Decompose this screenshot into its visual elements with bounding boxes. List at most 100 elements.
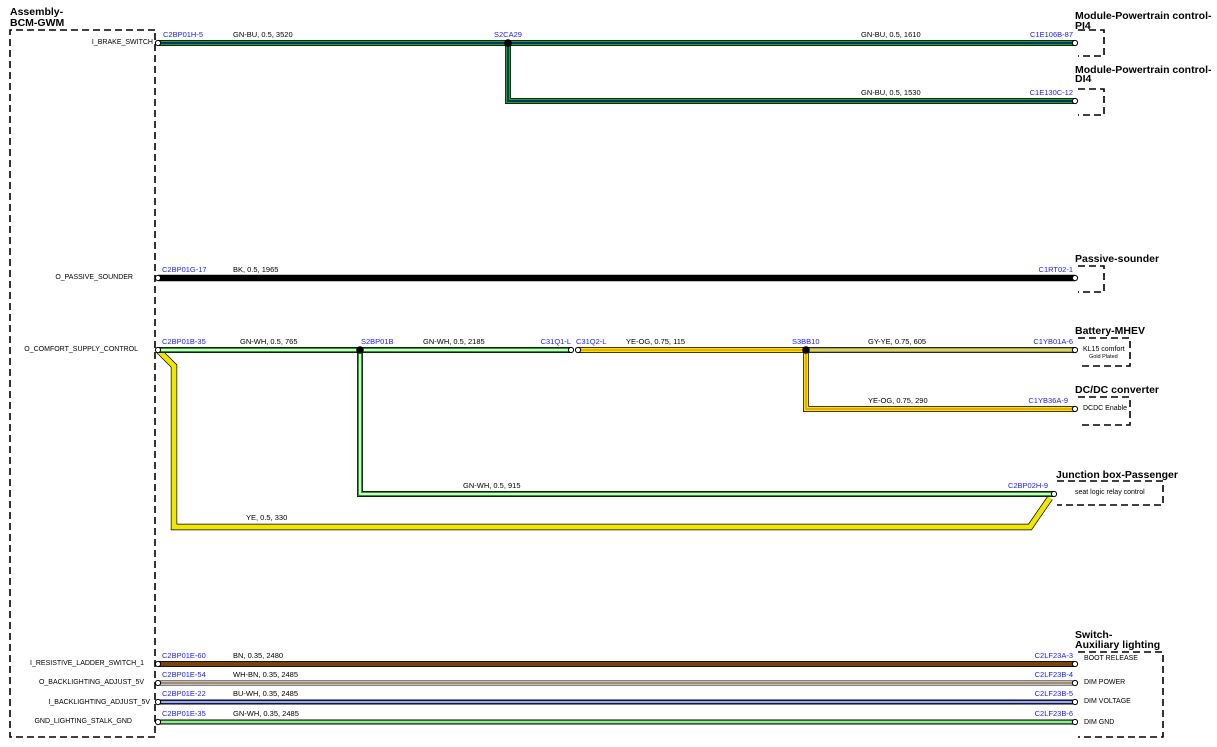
connector-c2bp01b-35: C2BP01B-35	[162, 337, 206, 346]
switch-aux-title-line2: Auxiliary lighting	[1075, 639, 1160, 651]
connector-c1rt02-1: C1RT02-1	[1039, 265, 1073, 274]
spec-gnd: GN-WH, 0.35, 2485	[233, 709, 299, 718]
signal-passive-sounder: O_PASSIVE_SOUNDER	[55, 274, 133, 281]
wire-comfort-jb-outline	[357, 350, 1054, 497]
spec-brake-di4: GN-BU, 0.5, 1530	[861, 88, 921, 97]
dcdc-pin-label: DCDC Enable	[1083, 405, 1127, 412]
connector-c1e130c-12: C1E130C-12	[1030, 88, 1073, 97]
pcm-pi4-module: Module-Powertrain control- PI4	[1075, 10, 1212, 57]
spec-brake-pi4: GN-BU, 0.5, 1610	[861, 30, 921, 39]
spec-comfort-dcdc: YE-OG, 0.75, 290	[868, 396, 928, 405]
wire-comfort-jb-stripe	[359, 350, 1054, 495]
terminals	[154, 39, 1079, 726]
connector-c2lf23b-4: C2LF23B-4	[1035, 670, 1073, 679]
pcm-di4-title-line2: DI4	[1075, 73, 1092, 85]
battery-pin-sublabel: Gold Plated	[1089, 354, 1118, 360]
terminal-bcm-sounder	[154, 274, 162, 282]
wire-comfort-ye	[156, 348, 1053, 530]
connector-c2lf23b-6: C2LF23B-6	[1035, 709, 1073, 718]
splice-s2ca29-label: S2CA29	[494, 30, 522, 39]
switch-pin-boot: BOOT RELEASE	[1084, 655, 1138, 662]
terminal-bcm-o-backlight	[154, 679, 162, 687]
spec-comfort-ye: YE, 0.5, 330	[246, 513, 287, 522]
connector-c2bp01e-35: C2BP01E-35	[162, 709, 206, 718]
switch-pin-dim-gnd: DIM GND	[1084, 719, 1114, 726]
wire-comfort-ye-outline	[155, 347, 1053, 531]
wire-brake-di4-stripe	[507, 43, 1075, 102]
splice-s2ca29-dot	[504, 39, 512, 47]
spec-comfort-battery: GY-YE, 0.75, 605	[868, 337, 926, 346]
bcm-module: Assembly- BCM-GWM	[9, 6, 156, 738]
connector-c2lf23b-5: C2LF23B-5	[1035, 689, 1073, 698]
terminal-bcm-brake	[154, 39, 162, 47]
terminal-battery	[1071, 346, 1079, 354]
splice-s3bb10-label: S3BB10	[792, 337, 820, 346]
spec-comfort-1: GN-WH, 0.5, 765	[240, 337, 298, 346]
connector-c31q2-l: C31Q2-L	[576, 337, 606, 346]
bcm-signal-labels: I_BRAKE_SWITCH O_PASSIVE_SOUNDER O_COMFO…	[24, 39, 153, 725]
junction-box-title: Junction box-Passenger	[1056, 469, 1178, 481]
battery-pin-label: KL15 comfort	[1083, 346, 1125, 353]
passive-sounder-module: Passive-sounder	[1075, 253, 1159, 293]
wire-comfort-jb	[357, 350, 1054, 497]
spec-brake-main: GN-BU, 0.5, 3520	[233, 30, 293, 39]
spec-ladder: BN, 0.35, 2480	[233, 651, 283, 660]
pcm-di4-title-line1: Module-Powertrain control-	[1075, 64, 1212, 76]
connector-c31q1-l: C31Q1-L	[541, 337, 571, 346]
spec-comfort-3: YE-OG, 0.75, 115	[626, 337, 685, 346]
connector-c1yb36a-9: C1YB36A-9	[1028, 396, 1068, 405]
junction-box-pin-label: seat logic relay control	[1075, 489, 1145, 496]
terminal-bcm-i-backlight	[154, 698, 162, 706]
connector-labels: C2BP01H-5 S2CA29 C1E106B-87 C1E130C-12 C…	[162, 30, 1073, 718]
signal-gnd-lighting: GND_LIGHTING_STALK_GND	[34, 718, 132, 725]
signal-i-backlighting: I_BACKLIGHTING_ADJUST_5V	[48, 699, 150, 706]
connector-c2bp01e-54: C2BP01E-54	[162, 670, 206, 679]
dcdc-module: DC/DC converter DCDC Enable	[1075, 384, 1159, 426]
wire-brake-di4	[505, 43, 1075, 104]
wire-spec-labels: GN-BU, 0.5, 3520 GN-BU, 0.5, 1610 GN-BU,…	[233, 30, 928, 718]
splice-s2bp01b-label: S2BP01B	[361, 337, 394, 346]
bcm-title-line1: Assembly-	[10, 6, 64, 18]
signal-resistive-ladder: I_RESISTIVE_LADDER_SWITCH_1	[30, 660, 144, 667]
spec-o-backlight: WH-BN, 0.35, 2485	[233, 670, 298, 679]
connector-c1e106b-87: C1E106B-87	[1030, 30, 1073, 39]
pcm-pi4-title-line1: Module-Powertrain control-	[1075, 10, 1212, 22]
wire-brake-di4-outline	[505, 43, 1075, 104]
connector-c2bp01e-22: C2BP01E-22	[162, 689, 206, 698]
connector-c2lf23a-3: C2LF23A-3	[1035, 651, 1073, 660]
battery-mhev-module: Battery-MHEV KL15 comfort Gold Plated	[1075, 325, 1145, 367]
switch-aux-title-line1: Switch-	[1075, 629, 1113, 641]
terminal-switch-dim-gnd	[1071, 718, 1079, 726]
connector-c2bp01e-60: C2BP01E-60	[162, 651, 206, 660]
spec-sounder: BK, 0.5, 1965	[233, 265, 278, 274]
splice-s3bb10-dot	[802, 346, 810, 354]
switch-pin-dim-voltage: DIM VOLTAGE	[1084, 698, 1131, 705]
terminal-switch-dim-power	[1071, 679, 1079, 687]
terminal-c31q2	[574, 346, 582, 354]
terminal-switch-boot	[1071, 660, 1079, 668]
connector-c2bp01g-17: C2BP01G-17	[162, 265, 207, 274]
terminal-dcdc	[1071, 405, 1079, 413]
pcm-pi4-title-line2: PI4	[1075, 20, 1091, 32]
terminal-pi4	[1071, 39, 1079, 47]
spec-comfort-2: GN-WH, 0.5, 2185	[423, 337, 485, 346]
signal-brake-switch: I_BRAKE_SWITCH	[92, 39, 153, 46]
signal-o-backlighting: O_BACKLIGHTING_ADJUST_5V	[39, 679, 144, 686]
signal-comfort-supply: O_COMFORT_SUPPLY_CONTROL	[24, 346, 138, 353]
terminal-bcm-ladder	[154, 660, 162, 668]
terminal-c31q1	[567, 346, 575, 354]
terminal-bcm-comfort	[154, 346, 162, 354]
passive-sounder-title: Passive-sounder	[1075, 253, 1159, 265]
dcdc-title: DC/DC converter	[1075, 384, 1159, 396]
terminal-junction-box	[1050, 490, 1058, 498]
connector-c2bp01h-5: C2BP01H-5	[163, 30, 203, 39]
switch-pin-dim-power: DIM POWER	[1084, 679, 1125, 686]
terminal-switch-dim-voltage	[1071, 698, 1079, 706]
terminal-di4	[1071, 97, 1079, 105]
wires	[155, 40, 1075, 725]
switch-aux-module: Switch- Auxiliary lighting BOOT RELEASE …	[1075, 629, 1164, 738]
bcm-title-line2: BCM-GWM	[10, 17, 64, 29]
splice-s2bp01b-dot	[356, 346, 364, 354]
pcm-di4-module: Module-Powertrain control- DI4	[1075, 64, 1212, 116]
